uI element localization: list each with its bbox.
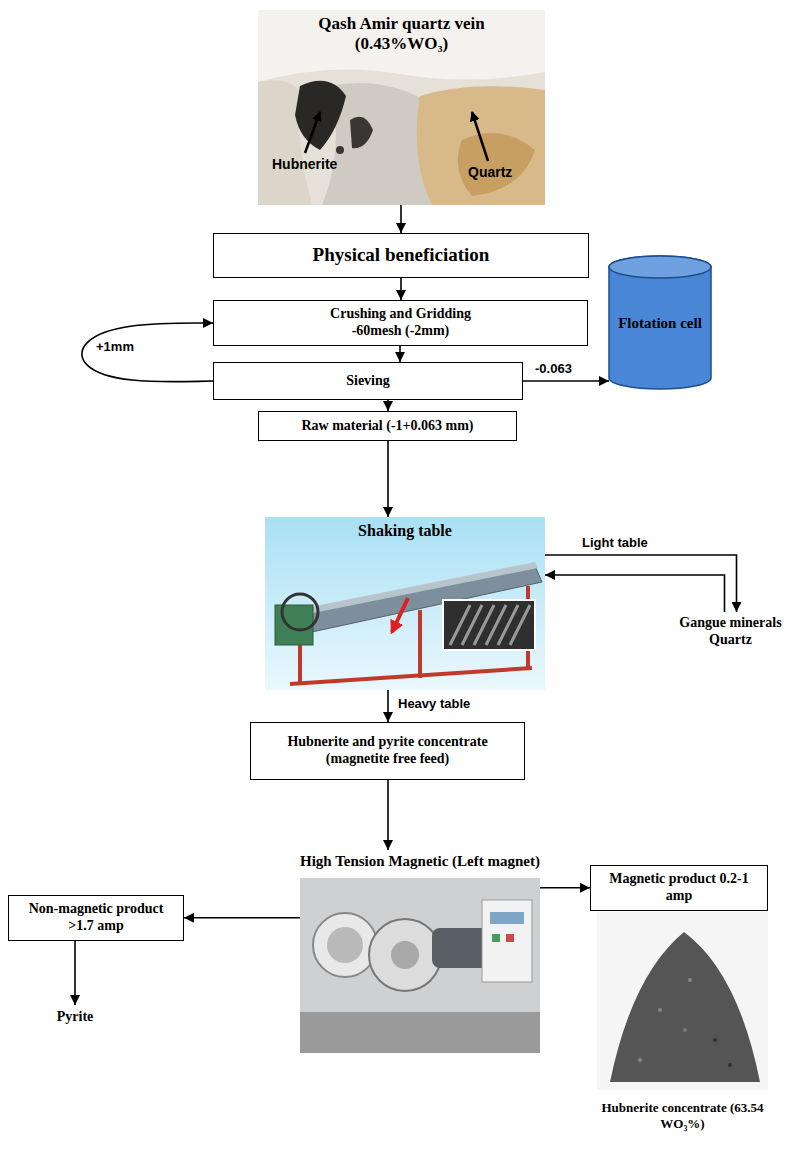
separator-drum — [369, 919, 441, 991]
cylinder-top — [609, 256, 711, 278]
machine-base — [300, 1012, 540, 1053]
node-text: High Tension Magnetic (Left magnet) — [300, 852, 540, 870]
node-text: Qash Amir quartz vein (0.43%WO₃) — [292, 14, 512, 55]
photo-ground — [300, 878, 540, 1053]
node-text: Pyrite — [57, 1009, 94, 1026]
table-leg — [418, 610, 422, 678]
edge-label: -0.063 — [533, 362, 574, 377]
flow-arrow — [523, 380, 609, 382]
riffles — [450, 605, 530, 645]
table-base — [290, 668, 532, 684]
photo-ground — [265, 517, 545, 690]
process-box: Hubnerite and pyrite concentrate (magnet… — [250, 722, 525, 780]
node-text: Hubnerite and pyrite concentrate (magnet… — [263, 734, 513, 768]
node-text: Sieving — [346, 373, 390, 390]
grain — [688, 978, 692, 982]
flow-arrow — [387, 400, 389, 411]
riffle-inset — [443, 600, 535, 650]
separator-drum — [391, 941, 419, 969]
flow-arrow — [545, 555, 737, 612]
separator-motor — [432, 928, 490, 968]
hubnerite-crystal — [295, 81, 346, 150]
cylinder-body — [609, 256, 711, 389]
flow-arrow — [82, 323, 213, 382]
flow-arrow — [74, 941, 76, 1005]
flotation-cylinder: Flotation cell — [607, 255, 713, 390]
hubnerite-speck — [336, 146, 344, 154]
process-box: Sieving — [213, 362, 523, 400]
photo-ground — [258, 10, 545, 205]
part-label: Quartz — [468, 164, 512, 180]
panel-button — [506, 934, 514, 942]
hubnerite-crystal — [350, 117, 373, 149]
flow-arrow — [540, 887, 590, 889]
ore-photo — [258, 10, 545, 205]
node-text: Shaking table — [358, 521, 452, 540]
grain — [683, 1028, 687, 1032]
separator-drum — [313, 913, 377, 977]
product-label: Pyrite — [40, 1005, 110, 1029]
grain — [713, 1038, 717, 1042]
flow-arrow — [392, 598, 408, 632]
iron-stain — [458, 133, 535, 196]
flow-arrow — [400, 278, 402, 300]
flow-arrow — [400, 205, 402, 233]
flow-arrow — [387, 441, 389, 517]
product-box: Magnetic product 0.2-1 amp — [590, 865, 768, 911]
quartz-area — [258, 10, 545, 82]
grain — [638, 1058, 642, 1062]
process-box: Physical beneficiation — [213, 233, 589, 278]
panel-display — [490, 912, 524, 924]
product-box: Non-magnetic product >1.7 amp — [8, 895, 184, 941]
edge-label: +1mm — [94, 340, 136, 355]
flow-arrow — [545, 575, 725, 612]
node-text: Gangue minerals Quartz — [671, 615, 791, 649]
node-text: Hubnerite concentrate (63.54 WO₃%) — [595, 1100, 770, 1131]
node-text: Flotation cell — [618, 314, 702, 332]
concentrate-pile — [610, 932, 760, 1082]
node-text: Crushing and Gridding -60mesh (-2mm) — [306, 306, 496, 340]
flow-arrow — [387, 780, 389, 850]
edge-label: Heavy table — [396, 697, 472, 712]
node-text: Physical beneficiation — [313, 244, 490, 267]
leader-arrow — [472, 112, 488, 161]
flow-arrow — [184, 917, 300, 919]
grain — [658, 1008, 662, 1012]
iron-stain — [417, 86, 545, 205]
shaking-table-photo — [265, 517, 545, 690]
node-text: Magnetic product 0.2-1 amp — [604, 871, 754, 905]
separator-photo — [300, 878, 540, 1053]
concentrate-photo-panel: Hubnerite concentrate (63.54 WO₃%) — [597, 912, 768, 1090]
product-label: Gangue minerals Quartz — [668, 612, 793, 652]
separator-drum — [327, 927, 363, 963]
process-box: Crushing and Gridding -60mesh (-2mm) — [213, 300, 588, 346]
concentrate-photo — [597, 912, 768, 1090]
control-panel — [482, 900, 532, 982]
panel-button — [492, 934, 500, 942]
drive-wheel — [282, 594, 318, 630]
edge-label: Light table — [580, 536, 650, 551]
equipment-photo-panel: High Tension Magnetic (Left magnet) — [300, 878, 540, 1053]
photo-ground — [597, 912, 768, 1090]
grain — [728, 1063, 732, 1067]
node-text: Non-magnetic product >1.7 amp — [16, 901, 176, 935]
leader-arrow — [305, 112, 320, 153]
node-text: Raw material (-1+0.063 mm) — [301, 418, 473, 435]
flow-arrow — [387, 690, 389, 722]
process-box: Raw material (-1+0.063 mm) — [258, 411, 517, 441]
equipment-photo-panel: Shaking table — [265, 517, 545, 690]
part-label: Hubnerite — [272, 156, 337, 172]
flow-arrow — [399, 346, 401, 362]
